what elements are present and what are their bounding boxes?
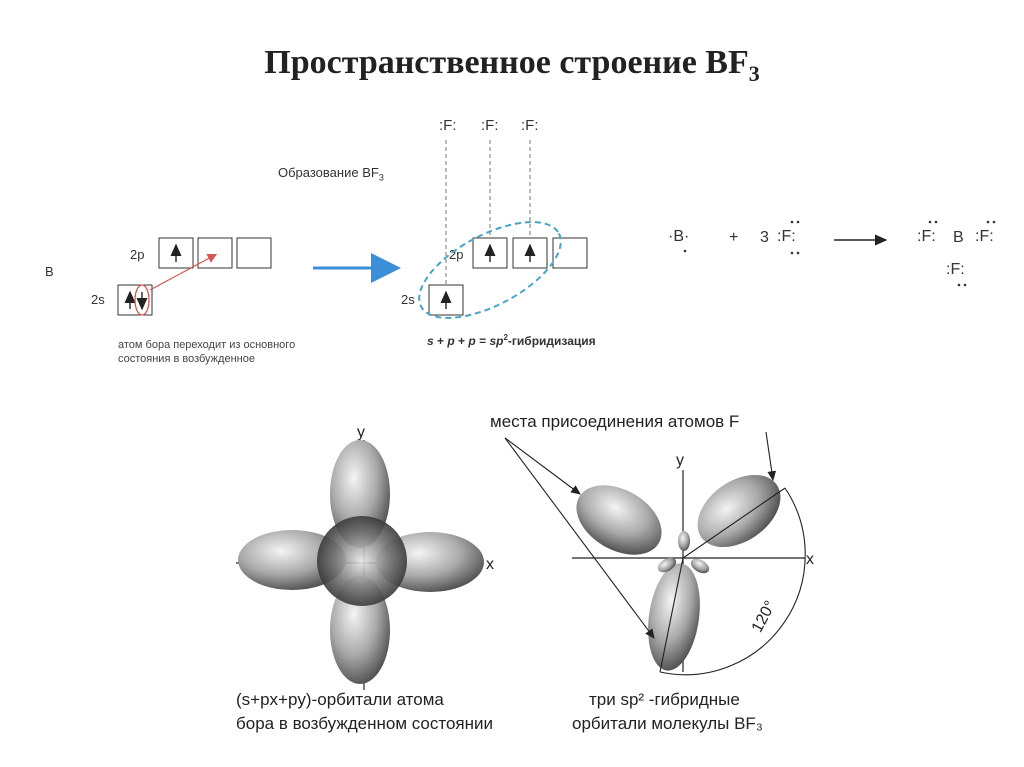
- f3-text: F: [525, 117, 535, 134]
- hybridization-ellipse: [418, 221, 562, 319]
- reaction-fluorine-symbol: F: [781, 228, 792, 245]
- formation-label-sub: 3: [378, 172, 384, 183]
- right-axis-x-label: x: [806, 551, 814, 568]
- excited-2s-label: 2s: [401, 292, 415, 307]
- right-orbital-diagram: [504, 431, 806, 676]
- ground-2p-label: 2p: [130, 247, 145, 262]
- hyb-p2: p: [468, 334, 476, 348]
- transition-note-line2: состояния в возбужденное: [118, 353, 255, 365]
- reaction-boron: ·B·: [668, 228, 690, 245]
- pfr-text: F: [979, 228, 990, 245]
- left-axis-y-label: y: [357, 424, 365, 441]
- hyb-sp: sp: [489, 334, 504, 348]
- reaction-fluorine: :F:: [777, 228, 796, 245]
- left-orbital-diagram: [236, 440, 484, 690]
- ground-2p-boxes: [158, 237, 272, 269]
- pfb-text: F: [950, 261, 961, 278]
- lewis-dots: [683, 220, 996, 287]
- hyb-suffix: -гибридизация: [507, 334, 596, 348]
- right-top-label: места присоединения атомов F: [490, 412, 740, 431]
- hybridization-equation: s + p + p = sp2-гибридизация: [427, 333, 596, 348]
- excitation-arrow: [149, 253, 218, 291]
- f1-text: F: [443, 117, 453, 134]
- hyb-sup: 2: [503, 333, 508, 342]
- left-caption-line1: (s+px+py)-орбитали атома: [236, 690, 444, 709]
- excited-2p-boxes: [472, 237, 588, 269]
- product-fluorine-bottom: :F:: [946, 261, 965, 278]
- reaction-plus: +: [729, 229, 739, 246]
- product-fluorine-left: :F:: [917, 228, 936, 245]
- boron-atom-label: B: [45, 264, 54, 279]
- product-boron: B: [953, 229, 964, 246]
- left-caption-line2: бора в возбужденном состоянии: [236, 714, 494, 733]
- product-fluorine-right: :F:: [975, 228, 994, 245]
- fluorine-label-3: :F:: [521, 117, 539, 134]
- excited-2s-box: [428, 284, 464, 316]
- right-axis-y-label: y: [676, 452, 684, 469]
- title-subscript: 3: [748, 60, 760, 86]
- excited-2p-label: 2p: [449, 247, 464, 262]
- right-caption-line1: три sp² -гибридные: [589, 690, 740, 709]
- left-axis-x-label: x: [486, 556, 494, 573]
- hyb-s: s: [427, 334, 434, 348]
- page-title: Пространственное строение BF3: [0, 44, 1024, 87]
- reaction-boron-symbol: B: [673, 228, 684, 245]
- transition-note-line1: атом бора переходит из основного: [118, 339, 296, 351]
- right-caption-line2: орбитали молекулы BF₃: [572, 714, 763, 733]
- title-text: Пространственное строение BF: [264, 44, 749, 81]
- ground-2s-box: [117, 284, 153, 316]
- formation-label-text: Образование BF: [278, 165, 379, 180]
- hyb-p1: p: [447, 334, 455, 348]
- fluorine-label-1: :F:: [439, 117, 457, 134]
- fluorine-label-2: :F:: [481, 117, 499, 134]
- reaction-coefficient: 3: [760, 229, 769, 246]
- f2-text: F: [485, 117, 495, 134]
- pfl-text: F: [921, 228, 932, 245]
- formation-label: Образование BF3: [278, 165, 384, 183]
- ground-2s-label: 2s: [91, 292, 105, 307]
- fluorine-bond-lines: [445, 140, 531, 285]
